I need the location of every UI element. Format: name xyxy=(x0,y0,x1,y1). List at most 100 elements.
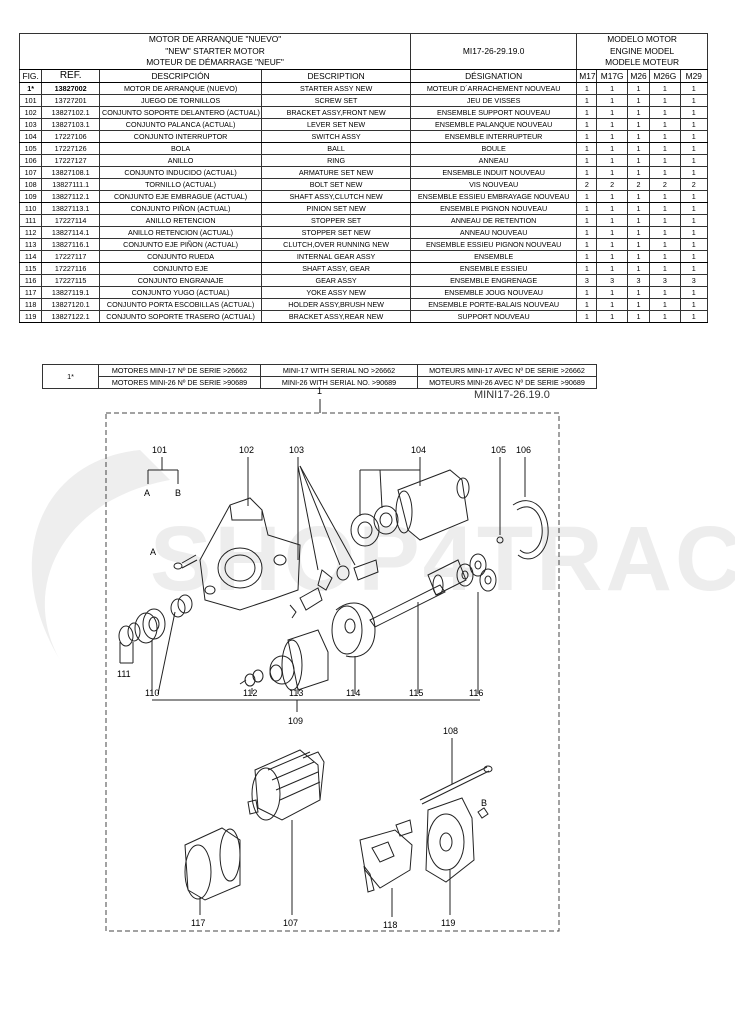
qty-m29: 1 xyxy=(679,298,709,312)
part-desc-fr: ANNEAU xyxy=(410,154,578,168)
callout-117: 117 xyxy=(191,918,205,928)
part-desc-es: CONJUNTO RUEDA xyxy=(99,250,263,264)
qty-m17g: 1 xyxy=(596,214,628,228)
qty-m26: 2 xyxy=(626,178,651,192)
col-desc-es: DESCRIPCIÓN xyxy=(99,69,263,84)
qty-m26g: 1 xyxy=(649,250,681,264)
part-desc-fr: ENSEMBLE PALANQUE NOUVEAU xyxy=(410,118,578,132)
part-desc-en: CLUTCH,OVER RUNNING NEW xyxy=(261,238,412,252)
qty-m26: 1 xyxy=(626,238,651,252)
qty-m17: 1 xyxy=(576,310,598,324)
qty-m26g: 1 xyxy=(649,118,681,132)
part-desc-fr: ANNEAU NOUVEAU xyxy=(410,226,578,240)
qty-m29: 1 xyxy=(679,190,709,204)
part-ref: 13827108.1 xyxy=(41,166,101,180)
col-m26g: M26G xyxy=(649,69,681,84)
qty-m26g: 1 xyxy=(649,214,681,228)
col-desc-en: DESCRIPTION xyxy=(261,69,412,84)
qty-m17g: 1 xyxy=(596,190,628,204)
qty-m26g: 1 xyxy=(649,94,681,108)
part-ref: 13827111.1 xyxy=(41,178,101,192)
callout-113: 113 xyxy=(289,688,303,698)
part-fig: 107 xyxy=(18,166,43,180)
yoke-icon xyxy=(184,827,241,901)
qty-m29: 1 xyxy=(679,286,709,300)
callout-105: 105 xyxy=(491,445,506,455)
qty-m17: 1 xyxy=(576,286,598,300)
callout-b: B xyxy=(481,798,487,808)
col-m17: M17 xyxy=(576,69,598,84)
part-fig: 106 xyxy=(18,154,43,168)
callout-b: B xyxy=(175,488,181,498)
part-ref: 13727201 xyxy=(41,94,101,108)
qty-m29: 1 xyxy=(679,106,709,120)
qty-m17g: 1 xyxy=(596,94,628,108)
lever-set-icon xyxy=(289,559,379,619)
col-ref: REF. xyxy=(41,69,101,84)
qty-m26g: 1 xyxy=(649,262,681,276)
title-row-3: MODELE MOTEUR xyxy=(20,57,708,71)
col-m26: M26 xyxy=(626,69,651,84)
part-ref: 13827113.1 xyxy=(41,202,101,216)
qty-m29: 1 xyxy=(679,226,709,240)
callout-106: 106 xyxy=(516,445,531,455)
qty-m17g: 1 xyxy=(596,298,628,312)
col-m29: M29 xyxy=(679,69,709,84)
qty-m26: 1 xyxy=(626,310,651,324)
part-desc-fr: ENSEMBLE PIGNON NOUVEAU xyxy=(410,202,578,216)
part-fig: 1* xyxy=(18,82,43,96)
qty-m17: 1 xyxy=(576,118,598,132)
qty-m26g: 2 xyxy=(649,178,681,192)
part-desc-en: SHAFT ASSY, GEAR xyxy=(261,262,412,276)
part-desc-en: ARMATURE SET NEW xyxy=(261,166,412,180)
qty-m26g: 1 xyxy=(649,226,681,240)
title-row-1: MOTOR DE ARRANQUE "NUEVO" "NEW" STARTER … xyxy=(18,32,708,71)
part-desc-es: ANILLO RETENCION xyxy=(99,214,263,228)
callout-110: 110 xyxy=(145,688,159,698)
part-fig: 109 xyxy=(18,190,43,204)
part-desc-es: CONJUNTO EJE xyxy=(99,262,263,276)
serial-fig: 1* xyxy=(42,364,99,389)
part-fig: 116 xyxy=(18,274,43,288)
qty-m26: 1 xyxy=(626,94,651,108)
part-desc-es: JUEGO DE TORNILLOS xyxy=(99,94,263,108)
qty-m29: 1 xyxy=(679,202,709,216)
column-header-row: FIG. REF. DESCRIPCIÓN DESCRIPTION DÉSIGN… xyxy=(18,69,709,84)
callout-1: 1 xyxy=(317,386,322,396)
qty-m17: 1 xyxy=(576,106,598,120)
qty-m29: 1 xyxy=(679,130,709,144)
part-desc-en: STOPPER SET xyxy=(261,214,412,228)
part-ref: 13827102.1 xyxy=(41,106,101,120)
qty-m26g: 1 xyxy=(649,142,681,156)
qty-m26: 3 xyxy=(626,274,651,288)
part-desc-es: CONJUNTO INTERRUPTOR xyxy=(99,130,263,144)
part-ref: 13827116.1 xyxy=(41,238,101,252)
part-desc-en: LEVER SET NEW xyxy=(261,118,412,132)
qty-m26: 1 xyxy=(626,106,651,120)
part-desc-en: HOLDER ASSY,BRUSH NEW xyxy=(261,298,412,312)
title-fr: MOTEUR DE DÉMARRAGE "NEUF" xyxy=(146,57,284,68)
part-desc-es: CONJUNTO ENGRANAJE xyxy=(99,274,263,288)
part-ref: 17227117 xyxy=(41,250,101,264)
stopper-ring-new-icon xyxy=(239,669,264,687)
rear-bracket-icon xyxy=(425,797,489,883)
qty-m26: 1 xyxy=(626,262,651,276)
callout-114: 114 xyxy=(346,688,360,698)
part-ref: 17227114 xyxy=(41,214,101,228)
part-ref: 17227116 xyxy=(41,262,101,276)
part-desc-en: STARTER ASSY NEW xyxy=(261,82,412,96)
qty-m17: 1 xyxy=(576,166,598,180)
part-fig: 114 xyxy=(18,250,43,264)
leader-110 xyxy=(157,611,176,695)
qty-m26: 1 xyxy=(626,142,651,156)
leader-104 xyxy=(379,469,383,509)
part-desc-es: MOTOR DE ARRANQUE (NUEVO) xyxy=(99,82,263,96)
part-fig: 108 xyxy=(18,178,43,192)
